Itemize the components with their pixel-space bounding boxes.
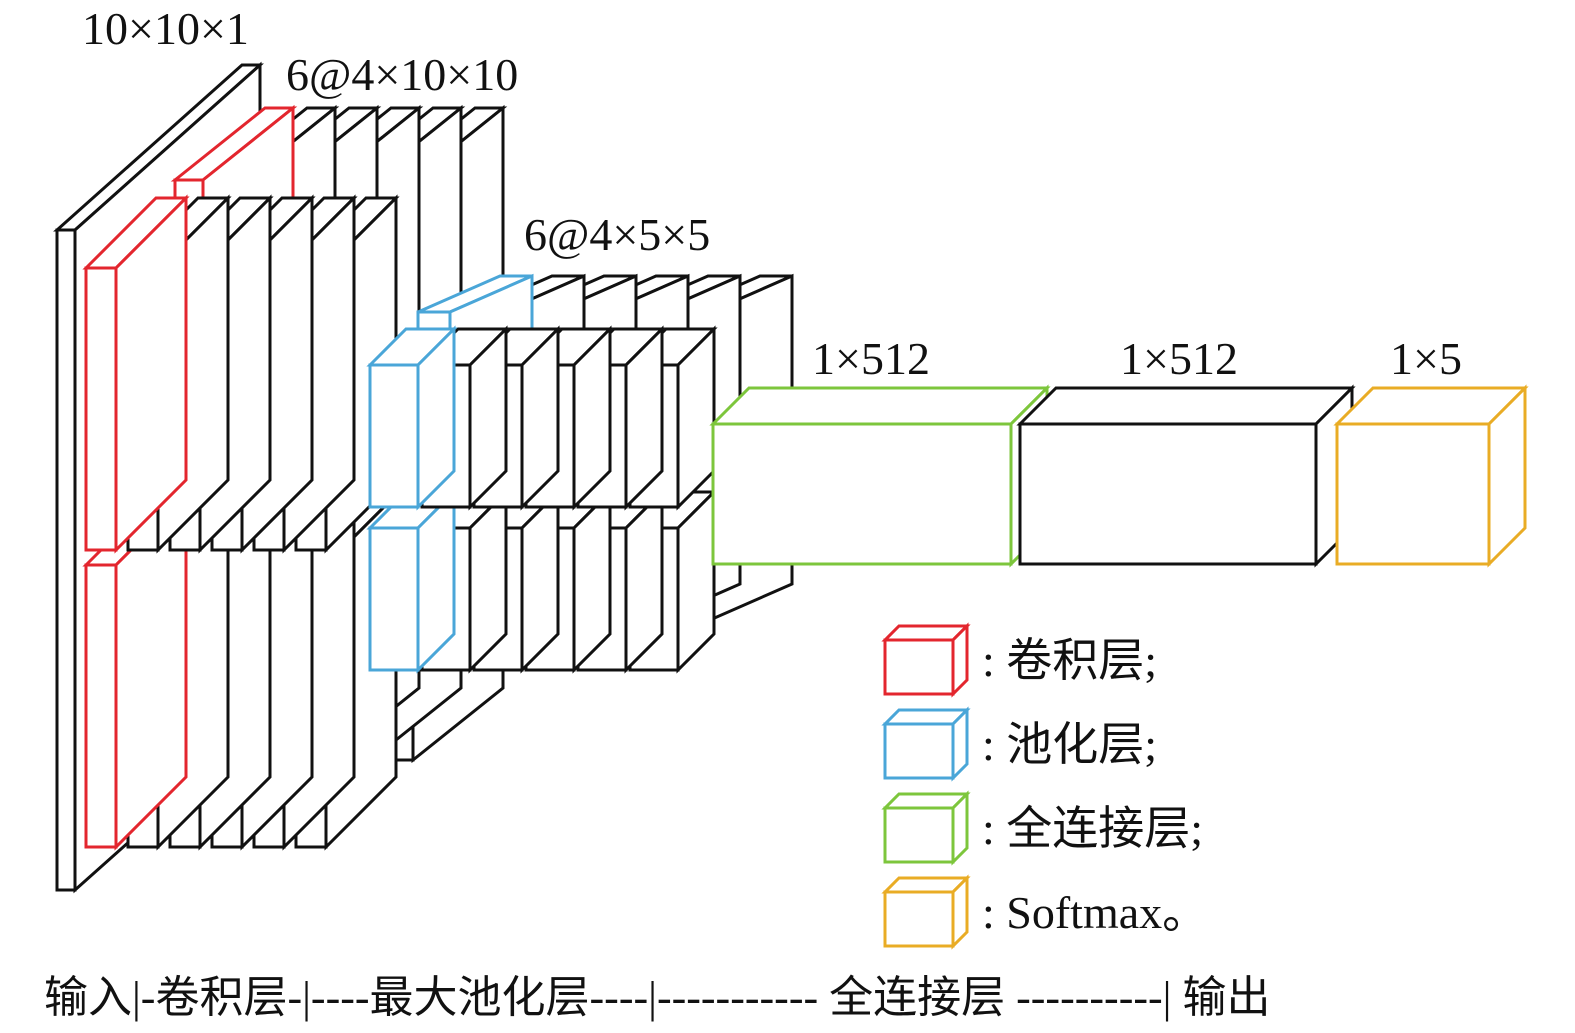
pool-layer-stack [366, 273, 794, 674]
legend-swatch-pool [881, 706, 971, 782]
label-fc2-dim: 1×512 [1120, 333, 1238, 384]
label-input-dim: 10×10×1 [82, 3, 249, 54]
legend-swatch-softmax [881, 874, 971, 950]
softmax-block [1333, 384, 1529, 568]
label-fc1-dim: 1×512 [812, 333, 930, 384]
label-pool-dim: 6@4×5×5 [524, 209, 710, 260]
legend-text-fc: : 全连接层; [982, 803, 1203, 854]
legend-swatch-conv [881, 622, 971, 698]
fc2-block [1016, 384, 1356, 568]
legend-text-conv: : 卷积层; [982, 635, 1157, 686]
pool-front-cell-1-0 [366, 488, 458, 674]
legend-text-pool: : 池化层; [982, 719, 1157, 770]
fc1-block [709, 384, 1051, 568]
legend-text-softmax: : Softmax。 [982, 887, 1208, 938]
pool-front-cell-0-0 [366, 325, 458, 511]
conv-front-slab-1-0 [82, 491, 190, 851]
fc-layer-blocks [709, 384, 1529, 568]
label-conv-dim: 6@4×10×10 [286, 49, 518, 100]
conv-front-slab-0-0 [82, 194, 190, 554]
bottom-stage-caption: 输入|-卷积层-|----最大池化层----|----------- 全连接层 … [44, 973, 1270, 1022]
legend-swatch-fc [881, 790, 971, 866]
legend [881, 622, 971, 950]
label-output-dim: 1×5 [1390, 333, 1462, 384]
